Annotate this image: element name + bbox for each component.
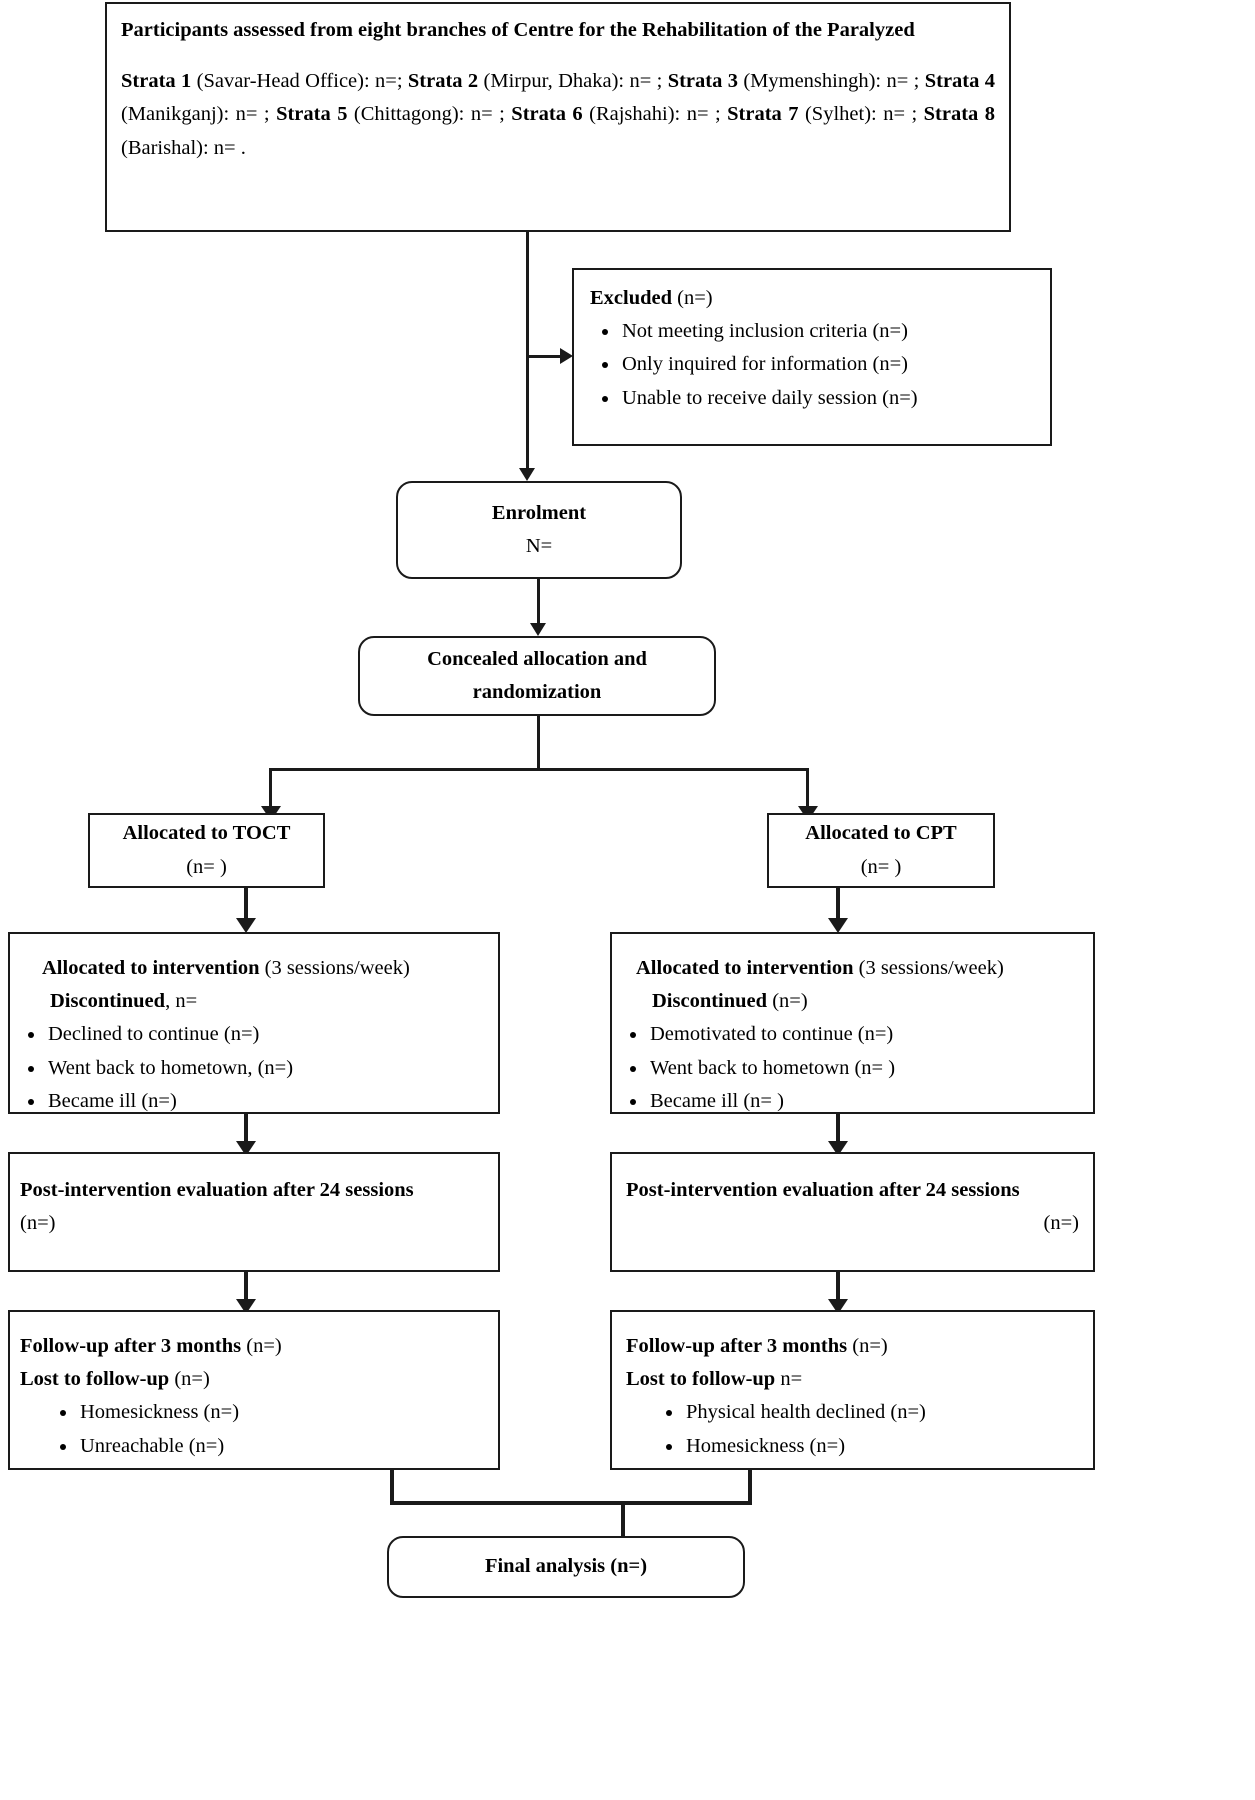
enrolment-box: Enrolment N= bbox=[396, 481, 682, 579]
strata-7-text: (Sylhet): n= ; bbox=[798, 103, 924, 126]
strata-1-label: Strata 1 bbox=[121, 70, 192, 93]
arrow-to-excluded-icon bbox=[560, 348, 573, 364]
strata-line: Strata 1 (Savar-Head Office): n=; Strata… bbox=[121, 65, 995, 165]
allocation-line-1: Concealed allocation and bbox=[427, 647, 647, 670]
list-item: Physical health declined (n=) bbox=[684, 1396, 1083, 1429]
allocated-cpt-box: Allocated to CPT (n= ) bbox=[767, 813, 995, 888]
post-intervention-left-box: Post-intervention evaluation after 24 se… bbox=[8, 1152, 500, 1272]
allocation-line-2: randomization bbox=[472, 681, 602, 703]
intervention-left-box: Allocated to intervention (3 sessions/we… bbox=[8, 932, 500, 1114]
strata-8-text: (Barishal): n= . bbox=[121, 136, 246, 159]
post-left-count: (n=) bbox=[20, 1212, 56, 1235]
intervention-right-box: Allocated to intervention (3 sessions/we… bbox=[610, 932, 1095, 1114]
connector-cpt-to-intervention bbox=[836, 888, 840, 923]
participants-assessed-box: Participants assessed from eight branche… bbox=[105, 2, 1011, 232]
list-item: Homesickness (n=) bbox=[684, 1430, 1083, 1463]
enrolment-count: N= bbox=[525, 535, 553, 557]
connector-split-left bbox=[269, 768, 272, 814]
arrow-cpt-to-intervention-icon bbox=[828, 918, 848, 933]
list-item: Went back to hometown, (n=) bbox=[46, 1052, 488, 1085]
followup-right-list: Physical health declined (n=) Homesickne… bbox=[626, 1396, 1083, 1462]
connector-split-right bbox=[806, 768, 809, 814]
post-left-heading: Post-intervention evaluation after 24 se… bbox=[20, 1179, 414, 1201]
excluded-list: Not meeting inclusion criteria (n=) Only… bbox=[590, 315, 1034, 415]
strata-5-label: Strata 5 bbox=[276, 103, 348, 126]
allocated-toct-box: Allocated to TOCT (n= ) bbox=[88, 813, 325, 888]
followup-left-heading: Follow-up after 3 months (n=) bbox=[20, 1335, 282, 1357]
list-item: Unreachable (n=) bbox=[78, 1430, 488, 1463]
allocated-cpt-count: (n= ) bbox=[860, 855, 902, 878]
list-item: Became ill (n=) bbox=[46, 1085, 488, 1118]
list-item: Only inquired for information (n=) bbox=[620, 348, 1034, 381]
strata-7-label: Strata 7 bbox=[727, 103, 799, 126]
connector-enrolment-to-allocation bbox=[537, 579, 540, 627]
connector-assessed-to-enrolment bbox=[526, 232, 529, 470]
list-item: Became ill (n= ) bbox=[648, 1085, 1083, 1118]
intervention-left-discontinued: Discontinued, n= bbox=[50, 990, 198, 1013]
arrow-toct-to-intervention-icon bbox=[236, 918, 256, 933]
assessment-heading: Participants assessed from eight branche… bbox=[121, 19, 915, 41]
arrow-enrolment-to-allocation-icon bbox=[530, 623, 546, 636]
connector-split-horizontal bbox=[269, 768, 809, 771]
strata-2-text: (Mirpur, Dhaka): n= ; bbox=[478, 70, 668, 93]
connector-followup-left-down bbox=[390, 1470, 394, 1504]
allocated-cpt-title: Allocated to CPT bbox=[805, 822, 957, 845]
connector-left-post-to-followup bbox=[244, 1272, 248, 1304]
strata-6-text: (Rajshahi): n= ; bbox=[582, 103, 728, 126]
excluded-heading: Excluded (n=) bbox=[590, 287, 713, 309]
followup-right-heading: Follow-up after 3 months (n=) bbox=[626, 1335, 888, 1357]
final-analysis-title: Final analysis (n=) bbox=[484, 1555, 648, 1578]
intervention-left-heading: Allocated to intervention (3 sessions/we… bbox=[42, 957, 410, 979]
post-right-count: (n=) bbox=[1043, 1212, 1079, 1235]
enrolment-title: Enrolment bbox=[491, 501, 587, 524]
post-intervention-right-box: Post-intervention evaluation after 24 se… bbox=[610, 1152, 1095, 1272]
allocated-toct-title: Allocated to TOCT bbox=[122, 822, 291, 845]
intervention-left-list: Declined to continue (n=) Went back to h… bbox=[20, 1018, 488, 1118]
excluded-box: Excluded (n=) Not meeting inclusion crit… bbox=[572, 268, 1052, 446]
list-item: Homesickness (n=) bbox=[78, 1396, 488, 1429]
post-right-heading: Post-intervention evaluation after 24 se… bbox=[626, 1179, 1020, 1201]
followup-left-lost: Lost to follow-up (n=) bbox=[20, 1368, 210, 1391]
followup-right-box: Follow-up after 3 months (n=) Lost to fo… bbox=[610, 1310, 1095, 1470]
strata-1-text: (Savar-Head Office): n=; bbox=[191, 70, 408, 93]
connector-merge-horizontal bbox=[390, 1501, 752, 1505]
allocated-toct-count: (n= ) bbox=[186, 855, 227, 878]
list-item: Declined to continue (n=) bbox=[46, 1018, 488, 1051]
followup-left-list: Homesickness (n=) Unreachable (n=) bbox=[20, 1396, 488, 1462]
followup-right-lost: Lost to follow-up n= bbox=[626, 1368, 803, 1391]
connector-right-intervention-to-post bbox=[836, 1114, 840, 1146]
connector-to-excluded bbox=[526, 355, 566, 358]
list-item: Went back to hometown (n= ) bbox=[648, 1052, 1083, 1085]
connector-right-post-to-followup bbox=[836, 1272, 840, 1304]
intervention-right-discontinued: Discontinued (n=) bbox=[652, 990, 808, 1013]
connector-allocation-stem bbox=[537, 716, 540, 770]
strata-3-label: Strata 3 bbox=[667, 70, 738, 93]
strata-8-label: Strata 8 bbox=[923, 103, 996, 126]
followup-left-box: Follow-up after 3 months (n=) Lost to fo… bbox=[8, 1310, 500, 1470]
concealed-allocation-box: Concealed allocation and randomization bbox=[358, 636, 716, 716]
strata-5-text: (Chittagong): n= ; bbox=[347, 103, 512, 126]
intervention-right-heading: Allocated to intervention (3 sessions/we… bbox=[636, 957, 1004, 979]
strata-4-text: (Manikganj): n= ; bbox=[121, 103, 277, 126]
strata-3-text: (Mymenshingh): n= ; bbox=[737, 70, 925, 93]
final-analysis-box: Final analysis (n=) bbox=[387, 1536, 745, 1598]
list-item: Demotivated to continue (n=) bbox=[648, 1018, 1083, 1051]
strata-4-label: Strata 4 bbox=[924, 70, 995, 93]
connector-followup-right-down bbox=[748, 1470, 752, 1504]
arrow-assessed-to-enrolment-icon bbox=[519, 468, 535, 481]
connector-left-intervention-to-post bbox=[244, 1114, 248, 1146]
connector-toct-to-intervention bbox=[244, 888, 248, 923]
intervention-right-list: Demotivated to continue (n=) Went back t… bbox=[622, 1018, 1083, 1118]
list-item: Not meeting inclusion criteria (n=) bbox=[620, 315, 1034, 348]
connector-merge-to-final bbox=[621, 1501, 625, 1538]
strata-2-label: Strata 2 bbox=[407, 70, 479, 93]
strata-6-label: Strata 6 bbox=[511, 103, 583, 126]
list-item: Unable to receive daily session (n=) bbox=[620, 382, 1034, 415]
